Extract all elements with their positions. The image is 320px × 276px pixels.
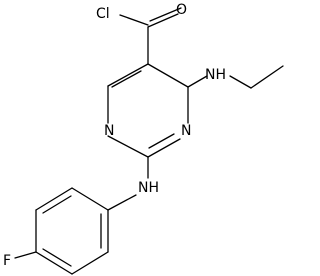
- bond-c-o-1: [147, 13, 179, 28]
- bonds: [14, 7, 284, 275]
- bond-benzene-2: [35, 187, 73, 211]
- atom-label-cl: Cl: [96, 6, 110, 22]
- atom-label-nh-aryl: NH: [138, 180, 159, 196]
- atom-label-o: O: [176, 2, 187, 18]
- bond-c5-c6: [107, 63, 149, 87]
- bond-benzene-4: [35, 251, 73, 275]
- molecule-structure: Cl O NH N N NH F: [3, 2, 284, 275]
- bond-c-f: [14, 251, 37, 259]
- bond-c4-nh-ethyl: [187, 75, 208, 88]
- bond-n1-c2: [107, 135, 149, 158]
- bond-benzene-1: [71, 187, 109, 211]
- bond-benzene-5: [71, 251, 109, 275]
- bond-ethyl-ch2-ch3: [250, 65, 284, 89]
- atom-labels: Cl O NH N N NH F: [3, 2, 226, 269]
- bond-c5-c6-inner: [111, 70, 142, 88]
- bond-c-o-2: [149, 7, 182, 22]
- bond-c4-c5: [147, 63, 189, 88]
- structure-canvas: Cl O NH N N NH F: [3, 2, 284, 275]
- atom-label-f: F: [3, 253, 11, 269]
- bond-c2-n3-inner: [148, 133, 175, 149]
- bond-cl-c: [119, 14, 149, 26]
- bond-c2-n3: [147, 138, 181, 158]
- atom-label-nh-ethyl: NH: [205, 67, 226, 83]
- bond-benzene-4-inner: [42, 248, 72, 267]
- atom-label-n-ring-right: N: [181, 123, 191, 139]
- bond-nh-aryl-c1: [107, 194, 137, 211]
- bond-benzene-2-inner: [42, 195, 72, 214]
- atom-label-n-ring-left: N: [104, 123, 114, 139]
- bond-nh-ethyl-ch2: [229, 75, 252, 89]
